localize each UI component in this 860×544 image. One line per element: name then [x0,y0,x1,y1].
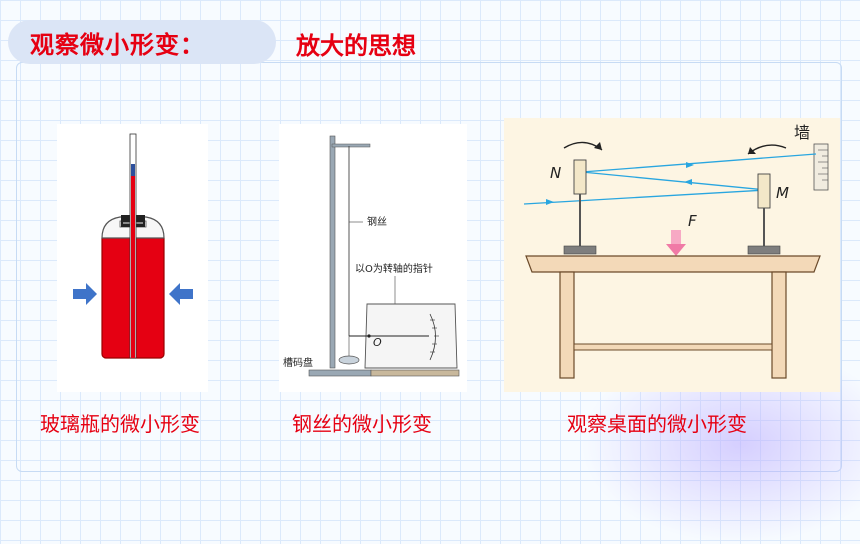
laser-beam [581,153,817,173]
table-top [525,255,821,273]
rotation-arrow-m-head [748,147,756,154]
force-label: F [688,212,697,230]
caption-table-deformation: 观察桌面的微小形变 [567,412,747,436]
mirror-n [573,159,587,195]
content-frame [16,62,842,472]
mirror-n-label: N [550,164,561,182]
laser-arrow [546,199,554,205]
table-deformation-illustration: 墙 N M F [523,123,829,379]
weight-pan [338,355,360,365]
stand-pole [329,135,336,369]
page-subtitle: 放大的思想 [296,32,416,60]
figure-table-deformation: 墙 N M F [504,118,840,392]
left-press-arrow [73,283,97,305]
mirror-m [757,173,771,209]
wire-label: 钢丝 [367,215,387,228]
stand-base [308,369,372,377]
laser-beam [523,189,767,205]
page-title: 观察微小形变： [30,30,205,59]
title-pill: 观察微小形变： [8,20,276,64]
steel-wire-illustration: 钢丝 以O为转轴的指针 O 槽码盘 [283,135,460,377]
glass-bottle-illustration [73,133,193,359]
right-press-arrow [169,283,193,305]
table-leg [559,271,575,379]
wall-label: 墙 [794,123,810,142]
mirror-n-base [563,245,597,255]
mirror-m-label: M [776,184,789,202]
caption-steel-wire: 钢丝的微小形变 [292,412,432,436]
pivot-label: O [373,336,382,349]
laser-beam [581,171,767,191]
table-leg [771,271,787,379]
weight-label: 槽码盘 [283,356,313,369]
figure-steel-wire: 钢丝 以O为转轴的指针 O 槽码盘 [279,124,467,392]
figure-glass-bottle [57,124,208,392]
pivot-point [367,334,371,338]
force-arrow-head [666,244,686,256]
mirror-m-base [747,245,781,255]
board-base [370,369,460,377]
rotation-arrow-n-head [594,142,602,150]
laser-arrow [684,179,692,185]
caption-glass-bottle: 玻璃瓶的微小形变 [40,412,200,436]
pointer-label: 以O为转轴的指针 [355,262,433,275]
table-rail [573,343,773,351]
tube-liquid [131,170,135,358]
dial-scale [429,313,436,361]
stand-arm [331,143,371,148]
force-arrow-shaft [671,230,681,246]
wall-scale [813,143,829,191]
laser-arrow [686,162,694,168]
tube-liquid-top [131,164,135,176]
